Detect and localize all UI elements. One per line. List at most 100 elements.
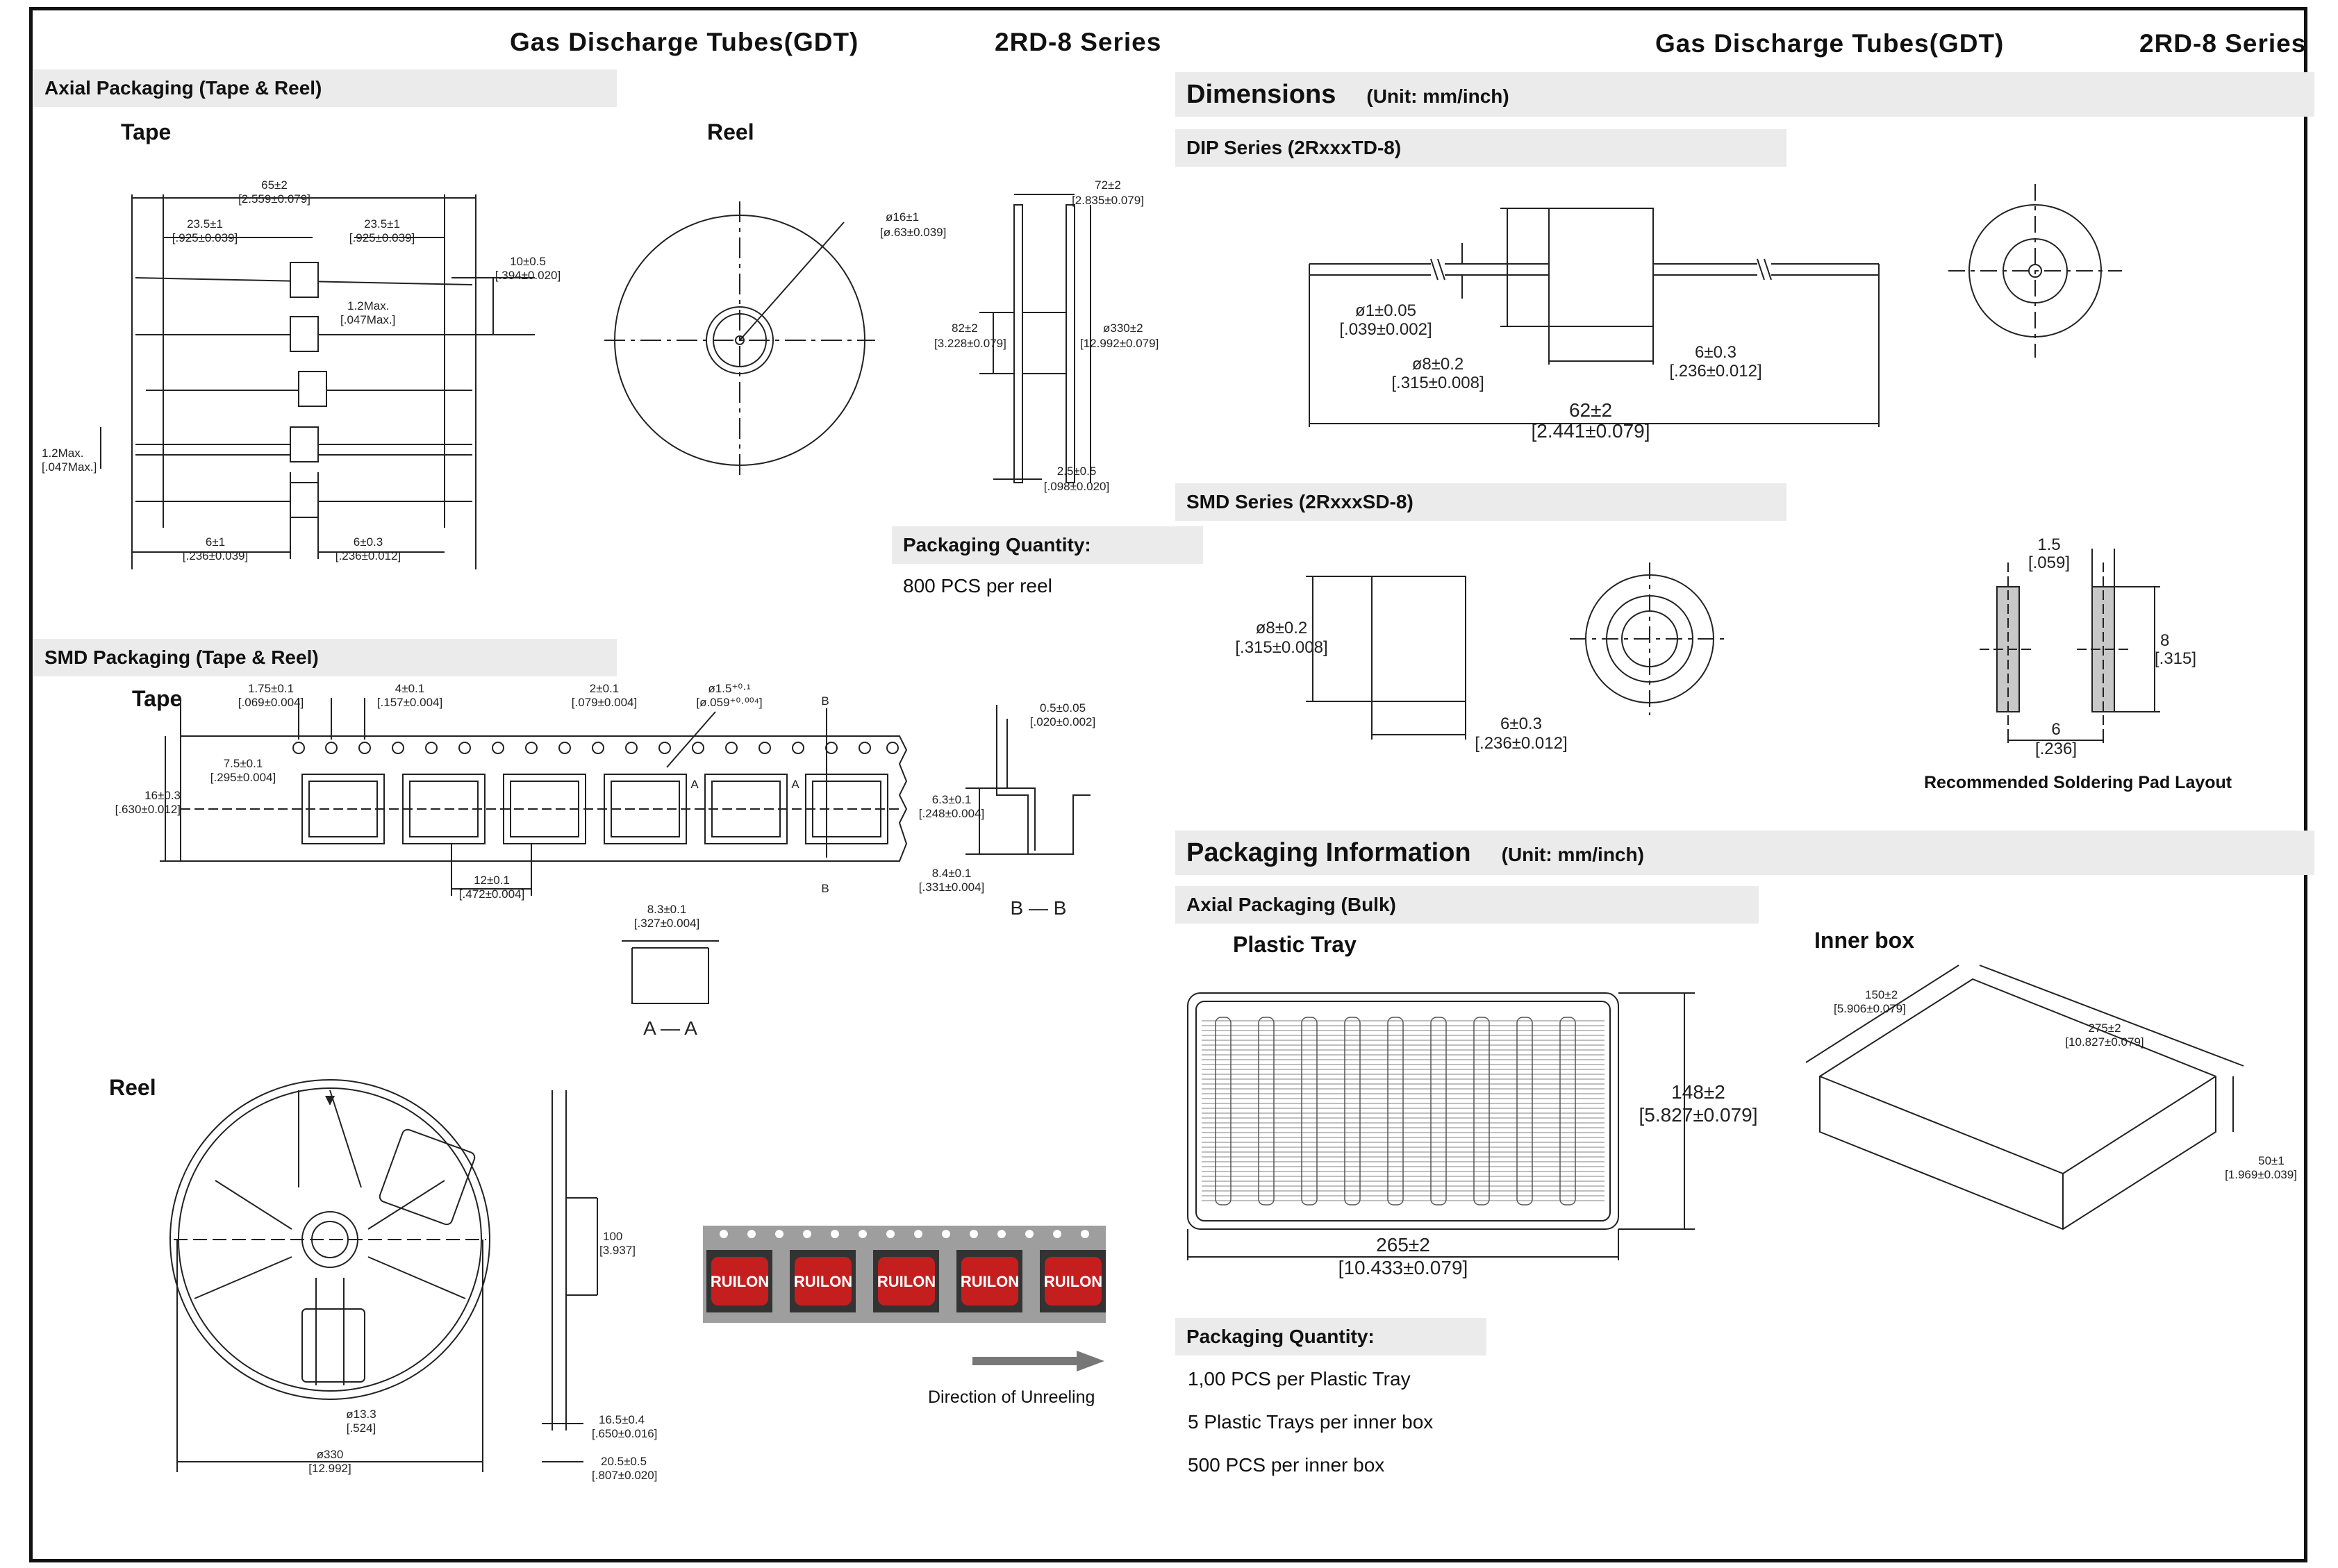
qty-line-1: 1,00 PCS per Plastic Tray xyxy=(1188,1368,1411,1390)
pad-w-in: [.059] xyxy=(2028,553,2070,572)
box-b: 275±2 xyxy=(2088,1021,2121,1035)
qty-line-3: 500 PCS per inner box xyxy=(1188,1454,1385,1476)
dimensions-unit: (Unit: mm/inch) xyxy=(1366,85,1509,107)
dim-pitch-in: [.394±0.020] xyxy=(495,269,561,282)
tape-label: Tape xyxy=(121,119,172,144)
dim-right: 23.5±1 xyxy=(364,217,400,231)
dim-right-in: [.925±0.039] xyxy=(349,231,415,244)
smd-e: 7.5±0.1 xyxy=(224,757,263,770)
smd-a: 1.75±0.1 xyxy=(248,682,294,695)
dim-max2: 1.2Max. xyxy=(42,447,83,460)
section-aa: A — A xyxy=(643,1017,697,1039)
carrier-tape-illustration: RUILON RUILON RUILON RUILON RUILON xyxy=(703,1226,1106,1323)
smd-series-band: SMD Series (2RxxxSD-8) xyxy=(1175,483,1786,521)
pack-qty-band-right: Packaging Quantity: xyxy=(1175,1318,1486,1356)
tray-h-in: [5.827±0.079] xyxy=(1639,1104,1757,1126)
dim-total: 65±2 xyxy=(261,178,288,192)
box-a: 150±2 xyxy=(1865,988,1898,1001)
smd-len-in: [.236±0.012] xyxy=(1475,734,1567,753)
smd-tape-label: Tape xyxy=(132,686,183,711)
dim-pitch: 10±0.5 xyxy=(510,255,546,268)
smd-j-in: [.331±0.004] xyxy=(919,881,984,894)
pad-layout-caption: Recommended Soldering Pad Layout xyxy=(1924,773,2232,792)
dim-gap-in: [.236±0.039] xyxy=(183,549,248,562)
tray-rib xyxy=(1301,1017,1318,1206)
direction-arrow xyxy=(972,1351,1104,1371)
pad-h: 8 xyxy=(2160,631,2169,650)
smd-d: ø1.5⁺⁰·¹ xyxy=(708,682,750,695)
pad-gap: 6 xyxy=(2051,720,2060,739)
smd-g: 12±0.1 xyxy=(474,874,510,887)
tray-w-in: [10.433±0.079] xyxy=(1338,1257,1468,1278)
reel-hub-in: [3.228±0.079] xyxy=(934,337,1006,350)
smd-reel-t2-in: [.807±0.020] xyxy=(592,1469,657,1482)
page-border xyxy=(29,7,2307,1562)
smd-reel-hub-in: [.524] xyxy=(347,1421,376,1435)
tray-rib xyxy=(1516,1017,1533,1206)
dip-len: 6±0.3 xyxy=(1695,343,1736,362)
reel-label: Reel xyxy=(707,119,754,144)
brand-label-4: RUILON xyxy=(961,1273,1019,1290)
dim-gap: 6±1 xyxy=(206,535,225,549)
smd-reel-w: 100 xyxy=(603,1230,622,1243)
smd-len: 6±0.3 xyxy=(1500,715,1542,733)
tray-rib xyxy=(1473,1017,1490,1206)
pad-layout-drawing: 1.5 [.059] 8 [.315] 6 [.236] xyxy=(1980,535,2196,758)
reel-flange: 2.5±0.5 xyxy=(1057,465,1097,478)
reel-hole: ø16±1 xyxy=(886,210,919,224)
pad-h-in: [.315] xyxy=(2155,649,2196,668)
smd-c-in: [.079±0.004] xyxy=(572,696,637,709)
dimensions-title: Dimensions xyxy=(1186,80,1336,109)
smd-reel-t1-in: [.650±0.016] xyxy=(592,1427,657,1440)
smd-reel-hub: ø13.3 xyxy=(346,1408,376,1421)
tray-rib xyxy=(1430,1017,1447,1206)
reel-hub: 82±2 xyxy=(952,322,978,335)
smd-d-in: [ø.059⁺⁰·⁰⁰⁴] xyxy=(696,696,762,709)
right-header-series: 2RD-8 Series xyxy=(2139,29,2307,58)
tray-w: 265±2 xyxy=(1376,1234,1430,1256)
box-b-in: [10.827±0.079] xyxy=(2065,1035,2144,1049)
tray-rib xyxy=(1215,1017,1232,1206)
dip-total: 62±2 xyxy=(1569,399,1612,421)
dim-left: 23.5±1 xyxy=(187,217,223,231)
smd-c: 2±0.1 xyxy=(590,682,619,695)
smd-reel-drawing: ø13.3 [.524] ø330 [12.992] 100 [3.937] 1… xyxy=(169,1079,657,1482)
dim-body: 6±0.3 xyxy=(354,535,383,549)
dip-total-in: [2.441±0.079] xyxy=(1531,420,1650,442)
axial-packaging-band: Axial Packaging (Tape & Reel) xyxy=(33,69,617,107)
axial-bulk-band: Axial Packaging (Bulk) xyxy=(1175,886,1759,924)
qty-line-2: 5 Plastic Trays per inner box xyxy=(1188,1411,1434,1433)
section-bb: B — B xyxy=(1011,897,1067,919)
reel-drawing: ø16±1 [ø.63±0.039] 72±2 [2.835±0.079] 82… xyxy=(604,178,1159,493)
dim-max2-in: [.047Max.] xyxy=(42,460,97,474)
plastic-tray-label: Plastic Tray xyxy=(1233,932,1357,957)
brand-label-5: RUILON xyxy=(1044,1273,1102,1290)
marker-b-bottom: B xyxy=(821,882,829,895)
direction-label: Direction of Unreeling xyxy=(928,1387,1095,1407)
dim-left-in: [.925±0.039] xyxy=(172,231,238,244)
dip-body-in: [.315±0.008] xyxy=(1391,374,1484,392)
smd-b-in: [.157±0.004] xyxy=(377,696,442,709)
inner-box-label: Inner box xyxy=(1814,928,1915,953)
reel-dia: ø330±2 xyxy=(1103,322,1143,335)
dim-max1: 1.2Max. xyxy=(347,299,389,312)
marker-a-right: A xyxy=(791,778,799,791)
box-c: 50±1 xyxy=(2258,1154,2285,1167)
inner-box-drawing: 150±2 [5.906±0.079] 275±2 [10.827±0.079]… xyxy=(1805,965,2297,1231)
tray-rib xyxy=(1258,1017,1275,1206)
marker-a-left: A xyxy=(690,778,699,791)
smd-tape-drawing: 1.75±0.1 [.069±0.004] 4±0.1 [.157±0.004]… xyxy=(115,682,1096,1039)
reel-width-in: [2.835±0.079] xyxy=(1072,194,1144,207)
smd-h-in: [.020±0.002] xyxy=(1030,715,1095,728)
reel-flange-in: [.098±0.020] xyxy=(1044,480,1109,493)
pad-gap-in: [.236] xyxy=(2035,740,2077,758)
smd-b: 4±0.1 xyxy=(395,682,424,695)
smd-dia: ø8±0.2 xyxy=(1256,619,1308,637)
left-header-title: Gas Discharge Tubes(GDT) xyxy=(510,28,859,56)
smd-reel-w-in: [3.937] xyxy=(599,1244,636,1257)
dip-drawing: ø1±0.05 [.039±0.002] ø8±0.2 [.315±0.008]… xyxy=(1309,208,1880,442)
brand-label-3: RUILON xyxy=(877,1273,936,1290)
reel-hole-in: [ø.63±0.039] xyxy=(880,226,946,239)
reel-width: 72±2 xyxy=(1095,178,1121,192)
pack-qty-text-left: 800 PCS per reel xyxy=(903,575,1052,597)
